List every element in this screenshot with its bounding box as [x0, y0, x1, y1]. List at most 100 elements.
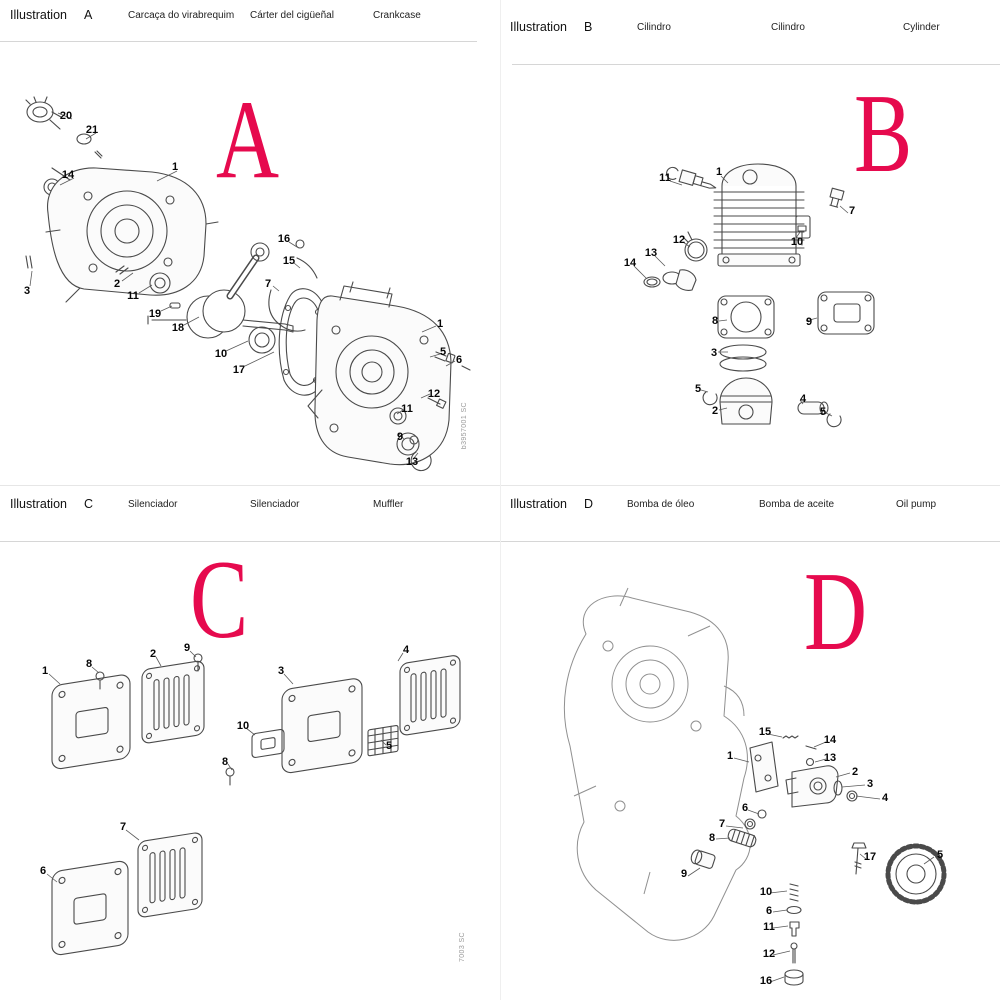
muffler-exploded-diagram — [46, 650, 461, 956]
panel-a-watermark: b3957001 SC — [461, 402, 468, 450]
part-callout-number: 18 — [171, 322, 185, 334]
part-callout-number: 6 — [741, 802, 749, 814]
part-callout-number: 1 — [171, 161, 179, 173]
panel-b-header: Illustration B Cilindro Cilindro Cylinde… — [500, 20, 1000, 38]
leader-lines — [29, 112, 456, 459]
illustration-panel-b: Illustration B Cilindro Cilindro Cylinde… — [500, 0, 1000, 486]
part-callout-number: 13 — [405, 456, 419, 468]
part-callout-number: 3 — [866, 778, 874, 790]
leader-lines — [633, 175, 849, 417]
illustration-panel-a: Illustration A Carcaça do virabrequim Cá… — [0, 0, 500, 486]
panel-d-header-rule — [500, 541, 1000, 542]
part-callout-number: 10 — [236, 720, 250, 732]
panel-divider-vertical — [500, 0, 501, 1000]
panel-c-watermark: 7003 SC — [459, 932, 466, 963]
panel-a-big-letter: A — [216, 78, 280, 202]
part-callout-number: 14 — [623, 257, 637, 269]
part-callout-number: 11 — [763, 921, 775, 933]
part-callout-number: 4 — [402, 644, 410, 656]
panel-c-title: Illustration — [10, 497, 67, 511]
crankcase-exploded-diagram — [25, 96, 471, 472]
panel-b-caption-english: Cylinder — [903, 22, 940, 33]
illustration-panel-c: Illustration C Silenciador Silenciador M… — [0, 486, 500, 1000]
part-callout-number: 2 — [149, 648, 157, 660]
panel-d-caption-portuguese: Bomba de óleo — [627, 499, 695, 510]
part-callout-number: 15 — [758, 726, 772, 738]
panel-c-title-letter: C — [84, 497, 94, 511]
part-callout-number: 16 — [277, 233, 291, 245]
part-callout-number: 11 — [659, 172, 671, 184]
panel-b-caption-portuguese: Cilindro — [637, 22, 671, 33]
part-callout-number: 11 — [401, 403, 413, 415]
part-callout-number: 17 — [863, 851, 877, 863]
panel-c-caption-portuguese: Silenciador — [128, 499, 178, 510]
part-callout-number: 19 — [148, 308, 162, 320]
part-callout-number: 12 — [762, 948, 776, 960]
part-callout-number: 2 — [711, 405, 719, 417]
panel-a-title: Illustration — [10, 8, 67, 22]
part-callout-number: 5 — [694, 383, 702, 395]
part-callout-number: 8 — [221, 756, 229, 768]
panel-b-title-letter: B — [584, 20, 593, 34]
part-callout-number: 4 — [881, 792, 889, 804]
panel-a-title-letter: A — [84, 8, 93, 22]
leader-lines — [46, 650, 404, 883]
part-callout-number: 10 — [214, 348, 228, 360]
panel-b-title: Illustration — [510, 20, 567, 34]
part-callout-number: 1 — [436, 318, 444, 330]
part-callout-number: 8 — [85, 658, 93, 670]
panel-d-caption-spanish: Bomba de aceite — [759, 499, 835, 510]
part-callout-number: 11 — [127, 290, 139, 302]
panel-d-title-letter: D — [584, 497, 594, 511]
part-callout-number: 7 — [848, 205, 856, 217]
part-callout-number: 3 — [710, 347, 718, 359]
part-callout-number: 6 — [455, 354, 463, 366]
part-callout-number: 14 — [61, 169, 75, 181]
part-callout-number: 13 — [823, 752, 837, 764]
part-callout-number: 17 — [232, 364, 246, 376]
panel-c-header-rule — [0, 541, 500, 542]
panel-a-header: Illustration A Carcaça do virabrequim Cá… — [0, 8, 500, 26]
oil-pump-exploded-diagram — [563, 587, 947, 986]
part-callout-number: 9 — [396, 431, 404, 443]
cylinder-exploded-diagram — [633, 163, 875, 428]
panel-c-header: Illustration C Silenciador Silenciador M… — [0, 497, 500, 515]
part-callout-number: 3 — [23, 285, 31, 297]
part-callout-number: 9 — [805, 316, 813, 328]
part-callout-number: 1 — [41, 665, 49, 677]
panel-a-caption-english: Crankcase — [373, 10, 421, 21]
panel-c-caption-english: Muffler — [373, 499, 404, 510]
illustration-panel-d: Illustration D Bomba de óleo Bomba de ac… — [500, 486, 1000, 1000]
leader-lines — [687, 733, 935, 983]
part-callout-number: 5 — [936, 849, 944, 861]
part-callout-number: 15 — [282, 255, 296, 267]
part-callout-number: 7 — [718, 818, 726, 830]
part-callout-number: 14 — [823, 734, 837, 746]
part-callout-number: 2 — [113, 278, 121, 290]
part-callout-number: 8 — [708, 832, 716, 844]
part-callout-number: 7 — [119, 821, 127, 833]
part-callout-number: 16 — [759, 975, 773, 987]
panel-a-caption-portuguese: Carcaça do virabrequim — [128, 10, 235, 21]
part-callout-number: 5 — [819, 406, 827, 418]
part-callout-number: 5 — [385, 740, 393, 752]
part-callout-number: 4 — [799, 393, 807, 405]
part-callout-number: 10 — [790, 236, 804, 248]
part-callout-number: 9 — [183, 642, 191, 654]
part-callout-number: 3 — [277, 665, 285, 677]
part-callout-number: 6 — [765, 905, 773, 917]
panel-a-caption-spanish: Cárter del cigüeñal — [250, 10, 334, 21]
panel-d-big-letter: D — [804, 550, 868, 674]
panel-b-header-rule — [512, 64, 1000, 65]
part-callout-number: 5 — [439, 346, 447, 358]
panel-b-big-letter: B — [854, 72, 913, 196]
part-callout-number: 8 — [711, 315, 719, 327]
part-callout-number: 9 — [680, 868, 688, 880]
panel-d-title: Illustration — [510, 497, 567, 511]
part-callout-number: 1 — [726, 750, 734, 762]
panel-c-big-letter: C — [190, 538, 249, 662]
